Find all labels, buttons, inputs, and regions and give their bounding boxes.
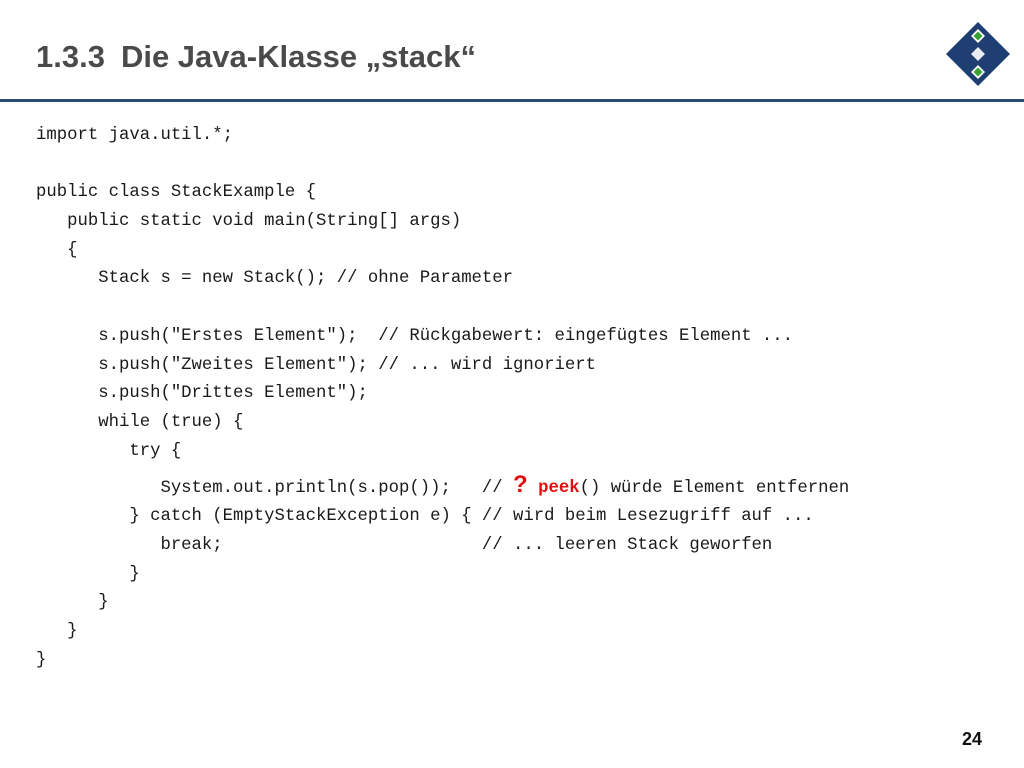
slide-title: 1.3.3 Die Java-Klasse „stack“ <box>36 38 476 76</box>
code-line-break: break; // ... leeren Stack geworfen <box>36 535 773 555</box>
code-line-blank <box>36 294 996 323</box>
code-line-class-decl: public class StackExample { <box>36 183 317 203</box>
code-line-try: try { <box>36 441 182 461</box>
title-text: Die Java-Klasse „stack“ <box>120 39 476 74</box>
println-code: System.out.println(s.pop()); // <box>36 479 514 499</box>
code-line-close-main: } <box>36 622 78 641</box>
code-line-println: System.out.println(s.pop()); // ? peek()… <box>36 466 996 503</box>
peek-keyword: peek <box>538 479 580 499</box>
question-mark: ? <box>513 471 528 499</box>
code-line-while: while (true) { <box>36 412 244 432</box>
code-line-catch: } catch (EmptyStackException e) { // wir… <box>36 507 814 527</box>
code-line-blank <box>36 151 996 180</box>
peek-comment: () würde Element entfernen <box>579 479 850 499</box>
code-block: import java.util.*; public class StackEx… <box>36 122 996 675</box>
title-divider <box>0 99 1024 102</box>
code-line-import: import java.util.*; <box>36 126 234 145</box>
page-number: 24 <box>962 729 983 749</box>
code-line-push-1: s.push("Erstes Element"); // Rückgabewer… <box>36 326 794 346</box>
code-line-push-3: s.push("Drittes Element"); <box>36 384 368 404</box>
diamond-logo-icon <box>946 22 1010 86</box>
code-line-close-try: } <box>36 564 140 584</box>
section-number: 1.3.3 <box>36 39 105 74</box>
code-line-close-class: } <box>36 650 47 670</box>
code-line-main-decl: public static void main(String[] args) <box>36 212 462 232</box>
code-line-stack-new: Stack s = new Stack(); // ohne Parameter <box>36 269 514 289</box>
code-line-open-brace: { <box>36 240 78 260</box>
code-line-push-2: s.push("Zweites Element"); // ... wird i… <box>36 355 597 375</box>
code-line-close-while: } <box>36 593 109 613</box>
